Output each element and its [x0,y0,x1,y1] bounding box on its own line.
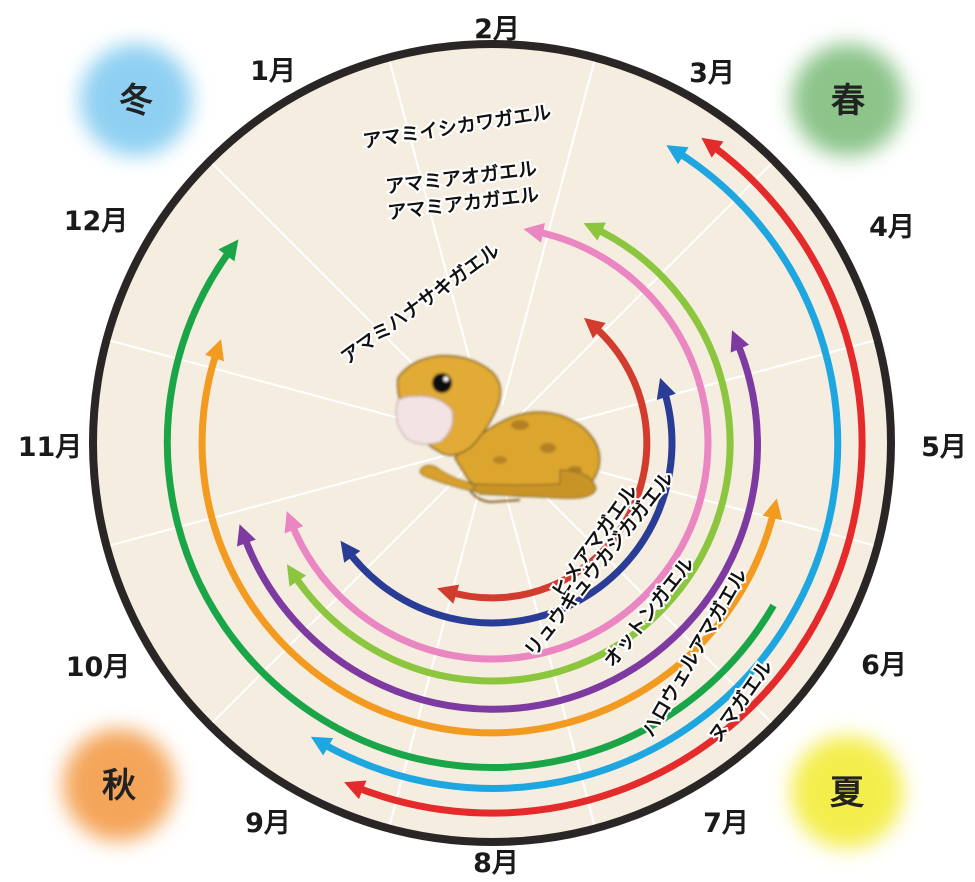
arc-otton [289,224,734,685]
arc-hallowell [317,147,842,792]
arrowhead [205,339,224,362]
arrowhead [656,377,676,400]
season-autumn-label: 秋 [102,766,136,806]
vocal-sac [395,395,454,445]
month-label-10: 10月 [66,652,131,683]
arrowhead [310,736,334,756]
season-spring: 春 [792,44,904,156]
arrowhead [237,524,256,547]
season-winter: 冬 [80,44,192,156]
frog-eye [432,373,452,393]
month-label-8: 8月 [473,848,519,879]
month-label-4: 4月 [869,212,915,243]
season-autumn: 秋 [63,729,175,841]
month-label-3: 3月 [689,58,735,89]
arrowhead [286,564,307,587]
season-autumn-circle [63,729,175,841]
arrowhead [583,317,606,339]
arc-aogaeru [198,347,779,737]
season-winter-label: 冬 [119,81,153,121]
arrowhead [218,239,239,262]
season-spring-circle [792,44,904,156]
arrowheads [205,137,783,800]
arrowhead [762,498,783,521]
month-label-11: 11月 [18,432,83,463]
season-summer: 夏 [791,736,903,848]
month-label-7: 7月 [703,808,749,839]
arrowhead [344,780,367,800]
month-divider [110,452,454,547]
arrowhead [340,540,361,563]
month-label-6: 6月 [861,650,907,681]
arrowhead [730,330,750,353]
arc-numa [352,140,866,817]
arc-hanasaki [343,386,676,627]
frog-illustration [395,355,601,504]
month-label-12: 12月 [64,206,129,237]
arrowhead [583,222,606,241]
arc-ishikawa [163,245,777,771]
arrowhead [437,584,460,604]
arrowhead [284,511,304,534]
season-summer-label: 夏 [830,773,865,813]
arrowhead [666,145,689,165]
month-label-5: 5月 [921,432,967,463]
arrowhead [701,137,724,158]
month-label-9: 9月 [245,808,291,839]
frog-season-arcs [163,140,866,817]
arc-kajika [287,227,712,663]
month-label-2: 2月 [474,14,520,45]
month-divider [388,61,483,405]
arc-akagaeru [239,338,761,713]
season-winter-circle [80,44,192,156]
arc-himeama [445,321,651,602]
season-spring-label: 春 [831,81,865,121]
season-summer-circle [791,736,903,848]
month-label-1: 1月 [250,56,296,87]
arrowhead [523,223,545,243]
